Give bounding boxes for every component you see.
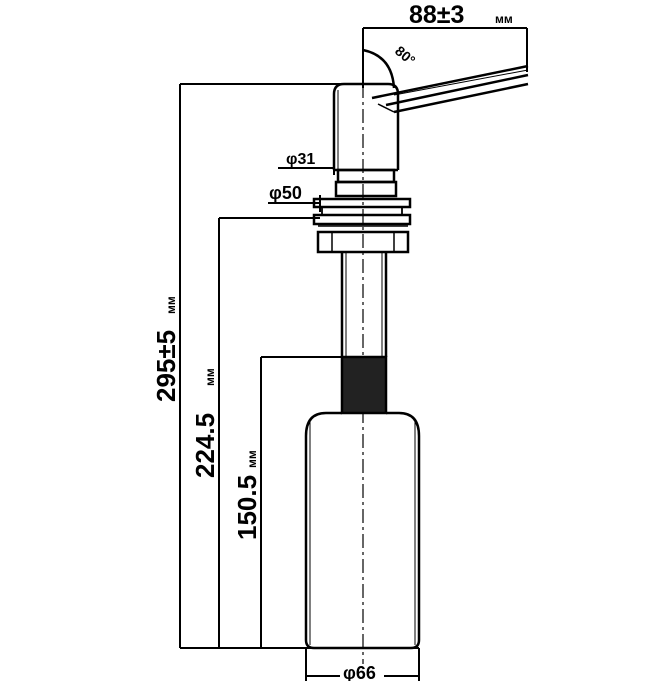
collar	[336, 168, 396, 184]
total-height-label: 295±5 мм	[151, 296, 181, 402]
counter-height-label: 224.5 мм	[190, 368, 220, 478]
pump-head	[332, 82, 400, 170]
head-diameter-label: φ31	[286, 151, 315, 168]
dimension-lines	[179, 27, 528, 681]
counter-height-value: 224.5	[190, 413, 220, 478]
shank	[340, 252, 388, 357]
flange	[312, 197, 412, 209]
reach-label: 88±3 мм	[409, 1, 513, 29]
spout	[371, 64, 529, 114]
total-height-value: 295±5	[151, 330, 181, 402]
reach-unit: мм	[495, 12, 513, 26]
soap-bottle	[304, 411, 421, 650]
threaded-neck	[340, 355, 388, 415]
total-height-unit: мм	[164, 296, 178, 314]
angle-label: 80°	[392, 43, 419, 69]
bottle-height-unit: мм	[245, 450, 259, 468]
spout-angle-arc	[362, 48, 396, 89]
bottle-height-label: 150.5 мм	[232, 450, 262, 540]
counter-height-unit: мм	[203, 368, 217, 386]
dispenser-body	[304, 64, 529, 650]
mounting-nut	[316, 230, 410, 254]
bottle-height-value: 150.5	[232, 475, 262, 540]
bottle-diameter-label: φ66	[343, 663, 376, 681]
reach-value: 88±3	[409, 1, 464, 29]
flange-diameter-label: φ50	[269, 183, 302, 203]
